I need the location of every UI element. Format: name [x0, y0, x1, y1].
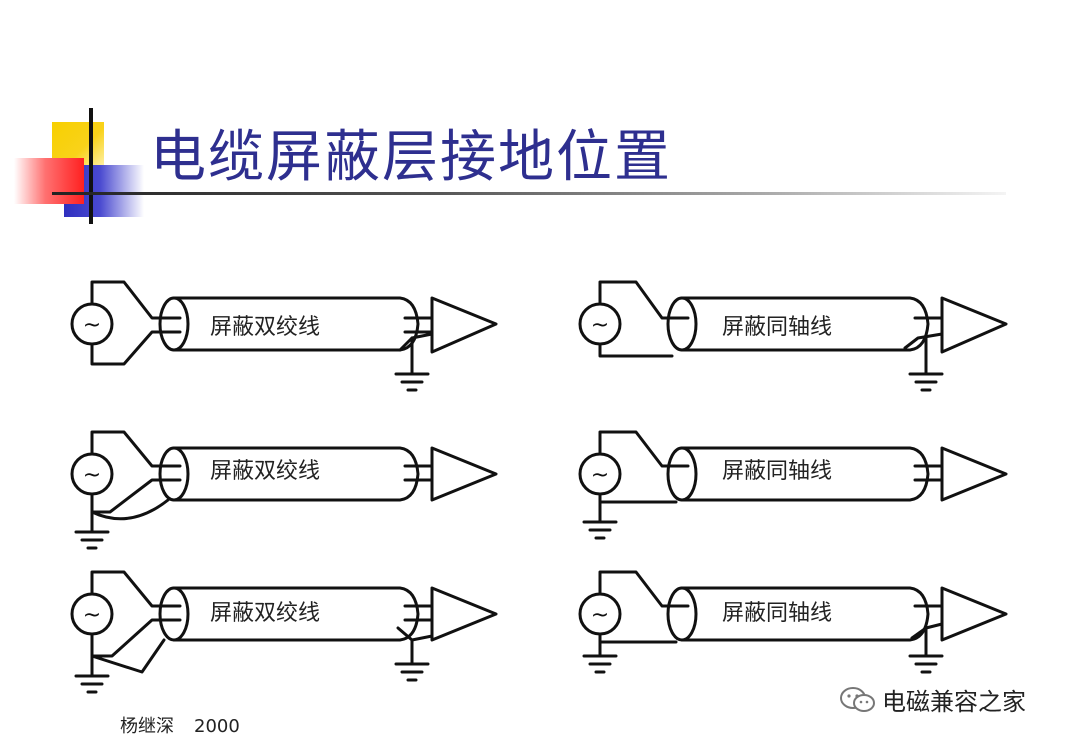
ground-icon: [908, 654, 944, 674]
footer-credit: 杨继深 2000: [120, 712, 240, 738]
receiver-amplifier-icon: [940, 446, 1008, 502]
cable-end: [666, 296, 698, 352]
source-symbol: ~: [83, 463, 101, 488]
receiver-amplifier-icon: [430, 446, 498, 502]
receiver-amplifier-icon: [430, 296, 498, 354]
diagram-twisted-pair-1: [70, 280, 498, 392]
cable-end: [158, 446, 190, 502]
cable-shield: [172, 446, 420, 502]
source-symbol: ~: [591, 603, 609, 628]
cable-label: 屏蔽双绞线: [210, 601, 320, 626]
cable-label: 屏蔽同轴线: [722, 315, 832, 340]
source-symbol: ~: [83, 603, 101, 628]
ground-icon: [908, 372, 944, 392]
cable-label: 屏蔽同轴线: [722, 601, 832, 626]
ground-icon: [394, 662, 430, 682]
diagram-twisted-pair-2: [70, 430, 498, 550]
source-symbol: ~: [83, 313, 101, 338]
ground-icon: [582, 654, 618, 674]
cable-end: [666, 446, 698, 502]
diagram-coax-1: [578, 280, 1008, 392]
watermark: 电磁兼容之家: [838, 682, 1026, 717]
cable-shield: [680, 296, 930, 352]
cable-end: [158, 586, 190, 642]
title-decoration-red: [14, 158, 84, 204]
cable-label: 屏蔽双绞线: [210, 315, 320, 340]
cable-shield: [680, 446, 930, 502]
watermark-text: 电磁兼容之家: [882, 688, 1026, 716]
title-underline: [52, 192, 1006, 195]
receiver-amplifier-icon: [940, 586, 1008, 642]
diagram-twisted-pair-3: [70, 570, 498, 694]
cable-shield: [172, 586, 420, 642]
receiver-amplifier-icon: [940, 296, 1008, 354]
cable-end: [158, 296, 190, 352]
cable-shield: [680, 586, 930, 642]
cable-shield: [172, 296, 420, 352]
ground-icon: [74, 674, 110, 694]
footer-author: 杨继深: [120, 716, 174, 737]
cable-end: [666, 586, 698, 642]
wechat-icon: [840, 686, 875, 712]
ground-icon: [394, 372, 430, 392]
footer-year: 2000: [194, 716, 240, 737]
diagram-coax-3: [578, 570, 1008, 674]
ground-icon: [74, 530, 110, 550]
ground-icon: [582, 520, 618, 540]
cable-label: 屏蔽双绞线: [210, 459, 320, 484]
source-symbol: ~: [591, 313, 609, 338]
receiver-amplifier-icon: [430, 586, 498, 642]
page-title: 电缆屏蔽层接地位置: [150, 125, 672, 190]
source-symbol: ~: [591, 463, 609, 488]
cable-label: 屏蔽同轴线: [722, 459, 832, 484]
diagram-coax-2: [578, 430, 1008, 540]
title-decoration-vertical-line: [89, 108, 93, 224]
